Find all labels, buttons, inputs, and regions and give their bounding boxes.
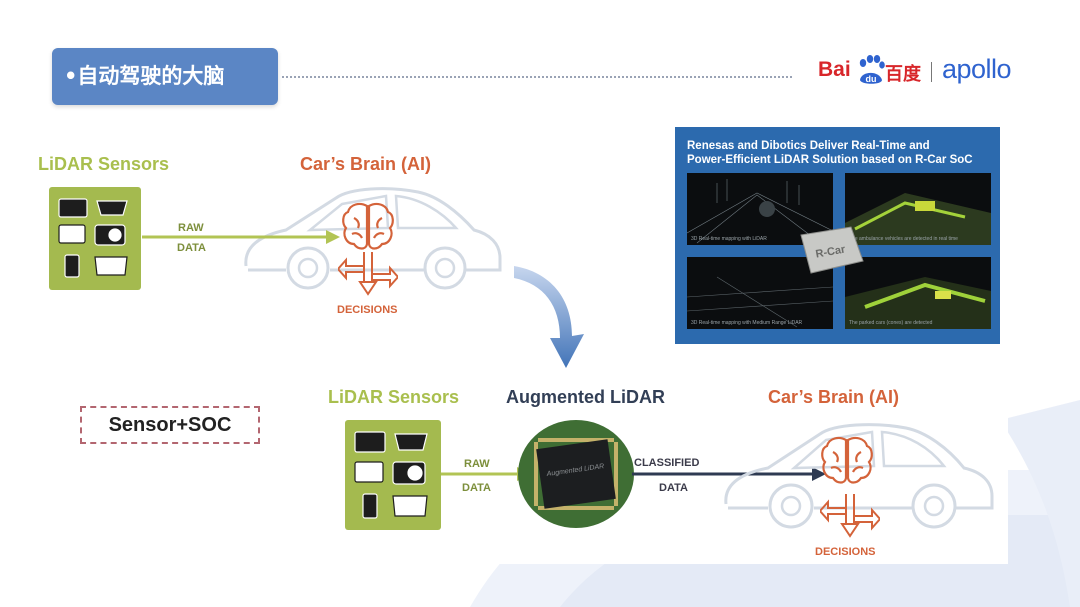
top-data-label: DATA: [177, 242, 206, 254]
classified-label: CLASSIFIED: [634, 457, 700, 469]
decision-arrows-icon: [820, 494, 880, 538]
brain-icon: [342, 202, 394, 250]
top-brain-title: Car’s Brain (AI): [300, 154, 432, 174]
classified-data-arrow: [632, 467, 826, 481]
car-outline-icon: [244, 187, 502, 290]
renesas-scan-panel-3: 3D Real-time mapping with Medium Range L…: [687, 257, 833, 329]
bottom-raw-label: RAW: [464, 458, 490, 470]
renesas-image-panel: Renesas and Dibotics Deliver Real-Time a…: [675, 127, 1000, 344]
brand-logos: Bai du 百度 apollo: [818, 52, 1028, 92]
top-decisions-label: DECISIONS: [337, 304, 398, 316]
car-outline-icon: [724, 423, 994, 529]
renesas-scan-panel-1: 3D Real-time mapping with LiDAR: [687, 173, 833, 245]
augmented-lidar-title: Augmented LiDAR: [506, 387, 665, 407]
baidu-paw-icon: du: [859, 55, 885, 84]
brand-separator: [931, 62, 932, 82]
rcar-chip-icon: R-Car: [800, 226, 864, 274]
bottom-lidar-sensors-title: LiDAR Sensors: [328, 387, 460, 407]
bottom-data-label: DATA: [462, 482, 491, 494]
top-sensor-box: [49, 187, 141, 290]
baidu-wordmark-bai: Bai: [818, 58, 851, 81]
decision-arrows-icon: [338, 252, 398, 296]
lidar-device-icon: [354, 431, 428, 519]
brain-icon: [821, 436, 873, 484]
svg-text:du: du: [866, 74, 877, 84]
bottom-sensor-box: [345, 420, 441, 530]
top-lidar-sensors-title: LiDAR Sensors: [38, 154, 170, 174]
svg-text:R-Car: R-Car: [815, 243, 847, 260]
slide-title: •自动驾驶的大脑: [52, 48, 278, 105]
baidu-wordmark-cn: 百度: [885, 64, 921, 85]
curved-arrow-icon: [514, 266, 584, 368]
lidar-device-icon: [58, 198, 128, 278]
sensor-soc-label: Sensor+SOC: [80, 406, 260, 444]
renesas-title: Renesas and Dibotics Deliver Real-Time a…: [687, 140, 973, 166]
apollo-wordmark: apollo: [942, 54, 1012, 84]
renesas-scan-panel-4: The parked cars (cones) are detected: [845, 257, 991, 329]
top-raw-label: RAW: [178, 222, 204, 234]
classified-data-label: DATA: [659, 482, 688, 494]
renesas-scan-panel-2: The ambulance vehicles are detected in r…: [845, 173, 991, 245]
bottom-brain-title: Car’s Brain (AI): [768, 387, 900, 407]
bottom-decisions-label: DECISIONS: [815, 546, 876, 558]
chip-icon: Augmented LiDAR: [518, 420, 634, 528]
top-raw-data-arrow: [142, 230, 340, 244]
title-divider: [282, 76, 792, 78]
